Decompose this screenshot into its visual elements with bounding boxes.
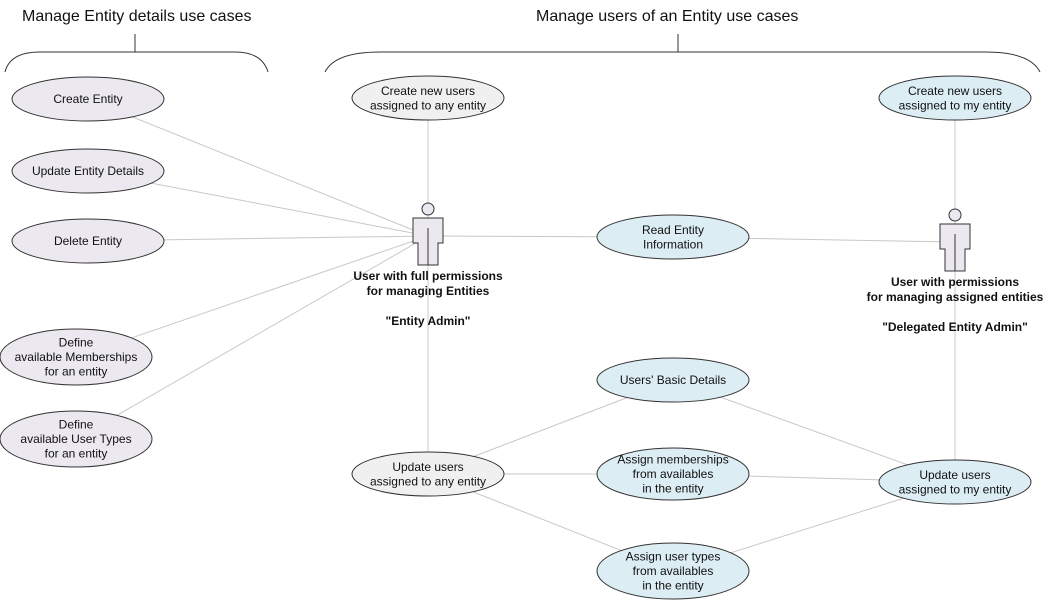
use-case-basic-details[interactable]: Users' Basic Details: [596, 357, 750, 403]
use-case-ellipse: [351, 451, 505, 497]
use-case-label: Update users: [919, 468, 990, 482]
use-case-label: assigned to any entity: [370, 98, 486, 112]
use-case-label: Create new users: [908, 84, 1002, 98]
group-bracket-manage-users: [324, 34, 1041, 73]
use-case-update-entity[interactable]: Update Entity Details: [11, 148, 165, 194]
use-case-ellipse: [0, 328, 153, 386]
use-case-label: available User Types: [20, 432, 131, 446]
use-case-ellipse: [596, 447, 750, 501]
use-case-ellipse: [351, 75, 505, 121]
use-case-delete-entity[interactable]: Delete Entity: [11, 218, 165, 264]
use-case-ellipse: [596, 542, 750, 600]
use-case-label: available Memberships: [15, 350, 138, 364]
association-line: [75, 235, 429, 440]
use-case-label: assigned to my entity: [899, 482, 1012, 496]
use-case-label: from availables: [633, 467, 714, 481]
use-case-create-entity[interactable]: Create Entity: [11, 76, 165, 122]
use-case-ellipse: [11, 148, 165, 194]
group-title-manage-users: Manage users of an Entity use cases: [536, 8, 798, 25]
association-line: [87, 98, 429, 237]
use-case-label: Delete Entity: [54, 234, 122, 248]
actor-label: User with permissions: [891, 275, 1019, 289]
use-case-label: assigned to any entity: [370, 474, 486, 488]
use-case-label: Assign user types: [626, 550, 721, 564]
use-case-label: for an entity: [45, 447, 108, 461]
association-line: [75, 235, 429, 358]
use-case-label: Information: [643, 237, 703, 251]
use-case-label: assigned to my entity: [899, 98, 1012, 112]
use-case-label: Users' Basic Details: [620, 373, 726, 387]
use-case-ellipse: [878, 459, 1032, 505]
use-case-ellipse: [11, 218, 165, 264]
actor-label: User with full permissions: [353, 269, 503, 283]
actor-label: "Delegated Entity Admin": [882, 320, 1028, 334]
actor-label: "Entity Admin": [386, 314, 471, 328]
use-case-label: in the entity: [642, 579, 703, 593]
use-case-label: Update users: [392, 460, 463, 474]
use-case-label: Define: [59, 418, 94, 432]
use-case-ellipse: [878, 75, 1032, 121]
use-case-ellipse: [0, 410, 153, 468]
use-case-ellipse: [11, 76, 165, 122]
use-case-label: Read Entity: [642, 223, 704, 237]
use-case-ellipse: [596, 357, 750, 403]
group-title-entity-details: Manage Entity details use cases: [22, 8, 251, 25]
use-case-label: Define: [59, 336, 94, 350]
use-case-label: in the entity: [642, 482, 703, 496]
actor-label: for managing assigned entities: [867, 290, 1044, 304]
actor-icon: [412, 202, 444, 266]
group-bracket-entity-details: [4, 34, 269, 73]
actor-label: for managing Entities: [367, 284, 490, 298]
use-case-label: Assign memberships: [617, 453, 728, 467]
actor-icon: [939, 208, 971, 272]
use-case-ellipse: [596, 214, 750, 260]
use-case-label: Update Entity Details: [32, 164, 144, 178]
use-case-label: for an entity: [45, 365, 108, 379]
use-case-label: Create Entity: [53, 92, 122, 106]
use-case-label: from availables: [633, 564, 714, 578]
use-case-label: Create new users: [381, 84, 475, 98]
